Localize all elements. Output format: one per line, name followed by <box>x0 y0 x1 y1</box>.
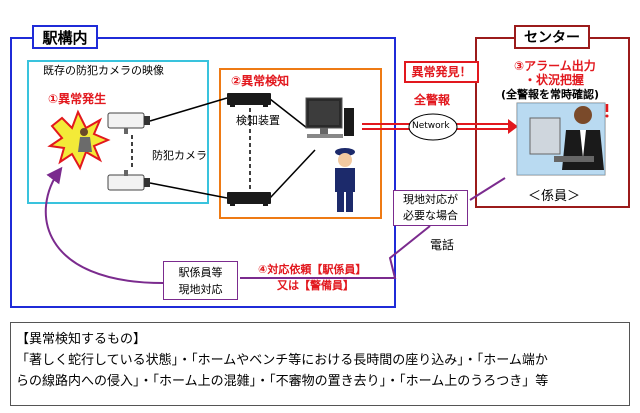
request-path <box>240 225 431 279</box>
alarm-arrowhead <box>508 119 518 134</box>
camera-link-bottom <box>149 182 228 199</box>
station-area <box>10 37 396 308</box>
step3-line1: ③アラーム出力 <box>514 59 596 73</box>
anomaly-found-callout: 異常発見！ <box>404 61 479 83</box>
network-label: Network <box>412 121 450 131</box>
station-staff-icon <box>335 148 355 212</box>
step3-line3: (全警報を常時確認) <box>501 88 600 101</box>
camera-label: 防犯カメラ <box>152 149 207 162</box>
detector-top-icon <box>227 93 271 107</box>
step3-line2: ・状況把握 <box>524 73 585 87</box>
incident-burst-icon <box>47 109 111 171</box>
network-ellipse <box>408 113 458 141</box>
detector-bottom-icon <box>227 192 271 206</box>
detection-area <box>219 68 382 219</box>
camera-top-icon <box>107 112 150 134</box>
staff-line1: 駅係員等 <box>178 266 223 279</box>
detection-list-title: 【異常検知するもの】 <box>16 332 147 347</box>
operator-label: ＜係員＞ <box>528 189 581 204</box>
detection-list-line2: らの線路内への侵入」・「ホーム上の混雑」・「不審物の置き去り」・「ホーム上のうろ… <box>16 374 549 389</box>
station-label: 駅構内 <box>32 25 98 49</box>
existing-camera-area <box>27 60 209 204</box>
operator-icon <box>516 102 606 176</box>
pc-icon <box>305 97 354 138</box>
all-alarm-label: 全警報 <box>414 93 451 107</box>
detection-list-box <box>10 322 630 406</box>
camera-bottom-icon <box>107 170 150 191</box>
onsite-needed-box: 現地対応が 必要な場合 <box>393 190 468 226</box>
step4-line1: ④対応依頼【駅係員】 <box>258 263 367 276</box>
onsite-line2: 必要な場合 <box>403 209 458 222</box>
existing-camera-label: 既存の防犯カメラの映像 <box>43 64 164 77</box>
camera-link-top <box>149 97 228 122</box>
detector-pc-link-top <box>269 98 308 129</box>
onsite-line1: 現地対応が <box>403 193 458 206</box>
station-staff-box: 駅係員等 現地対応 <box>163 261 238 300</box>
staff-line2: 現地対応 <box>178 283 223 296</box>
response-curve <box>44 166 164 284</box>
step2-label: ②異常検知 <box>231 74 290 88</box>
phone-label: 電話 <box>430 238 455 252</box>
detector-pc-link-bottom <box>269 149 316 199</box>
detector-label: 検知装置 <box>236 114 280 127</box>
step4-line2: 又は【警備員】 <box>277 279 354 292</box>
detection-list-line1: 「著しく蛇行している状態」・「ホームやベンチ等における長時間の座り込み」・「ホー… <box>16 353 548 368</box>
step1-label: ①異常発生 <box>48 92 107 106</box>
center-label: センター <box>514 25 590 49</box>
